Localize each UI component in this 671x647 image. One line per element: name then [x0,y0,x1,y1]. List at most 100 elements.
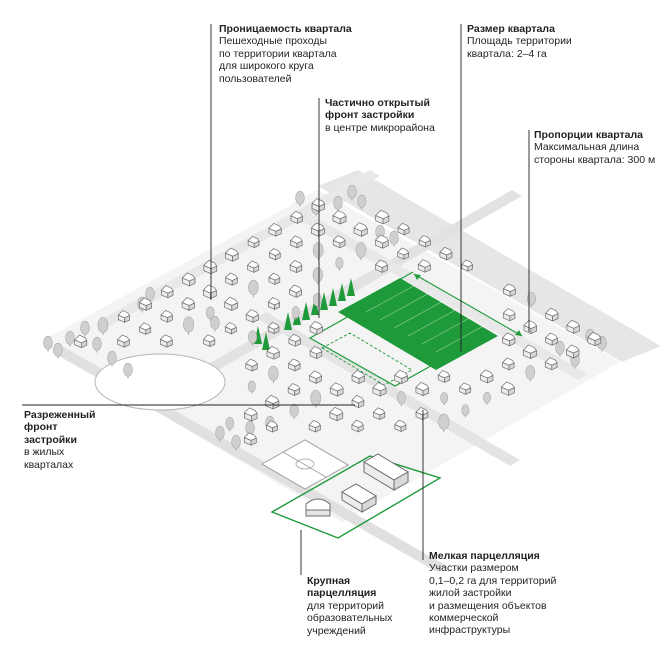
callout-small-parcel-desc: Участки размером 0,1–0,2 га для территор… [429,562,557,637]
house [288,333,302,347]
house [397,247,410,260]
house [417,259,431,273]
tree [248,330,258,346]
tree [205,306,215,321]
proportion-arrow-1 [413,273,523,337]
house [289,260,303,274]
house [351,370,366,385]
tree [43,335,53,352]
house [374,234,389,249]
house [288,284,303,298]
callout-large-parcel-title: Крупная парцелляция [307,575,377,600]
callout-sparse-front: Разреженный фронт застройки в жилых квар… [24,409,124,471]
house [353,222,368,237]
tree [555,340,565,357]
tree [389,230,399,247]
house [265,420,278,433]
school-building-small [341,483,377,513]
house [372,407,386,421]
house [501,332,516,347]
house [139,322,152,335]
tree [107,350,117,367]
house [329,382,344,397]
tree [215,425,225,442]
tree [312,242,324,261]
house [202,334,216,348]
house [522,344,537,359]
house [397,222,410,236]
callout-block-size-desc: Площадь территории квартала: 2–4 га [467,35,572,60]
house [243,432,257,446]
tree [295,190,305,207]
house [332,235,346,249]
callout-permeability: Проницаемость квартала Пешеходные проход… [219,23,369,85]
house [418,235,431,248]
tree [65,330,75,347]
house [332,210,347,225]
house [565,344,580,359]
tree [357,194,367,210]
house [351,394,365,409]
house [545,332,558,346]
house [159,334,173,348]
house [247,235,260,249]
house [138,297,153,311]
green-central-block [338,278,498,370]
green-tree-row [254,278,355,350]
house [224,322,237,335]
house [245,309,260,323]
house [372,382,387,397]
house [268,272,281,285]
house [267,322,280,335]
railway-strip [318,170,661,362]
house [243,407,258,422]
tree [461,404,470,418]
house [202,284,217,299]
small-parcel-outline-2 [321,332,413,386]
house [224,247,239,262]
house [500,381,515,396]
house [310,222,325,237]
house [309,346,323,360]
tree [231,434,241,451]
tree [438,413,450,433]
house [544,357,558,371]
callout-open-front: Частично открытый фронт застройки в цент… [325,97,465,134]
house [160,285,174,299]
house [268,248,281,261]
callout-permeability-desc: Пешеходные проходы по территории квартал… [219,35,337,85]
house [160,309,174,323]
callout-proportions: Пропорции квартала Максимальная длина ст… [534,129,669,166]
house [290,210,304,224]
house [502,357,515,371]
house [502,308,516,322]
callout-sparse-front-title: Разреженный фронт застройки [24,409,96,446]
green-block-roofs [351,274,490,353]
avenue-road-2 [100,170,380,326]
tree [289,403,299,420]
callout-proportions-title: Пропорции квартала [534,129,644,141]
tree [225,417,235,432]
house [287,383,301,396]
house [289,235,303,249]
house [266,345,280,360]
house [247,260,260,273]
house [287,358,301,372]
callout-proportions-desc: Максимальная длина стороны квартала: 300… [534,141,656,166]
tree [53,342,63,359]
house [203,259,218,275]
house [566,319,580,334]
diagonal-road-center [256,312,520,466]
callout-sparse-front-desc: в жилых кварталах [24,446,74,471]
tree [245,420,255,437]
diagonal-road-se [300,214,588,380]
tree [97,317,109,336]
leader-lines [22,24,530,575]
tree [355,242,367,261]
tree [268,365,279,384]
house [245,358,258,372]
house [308,370,323,384]
gym-building [305,498,331,517]
tree [525,365,536,382]
